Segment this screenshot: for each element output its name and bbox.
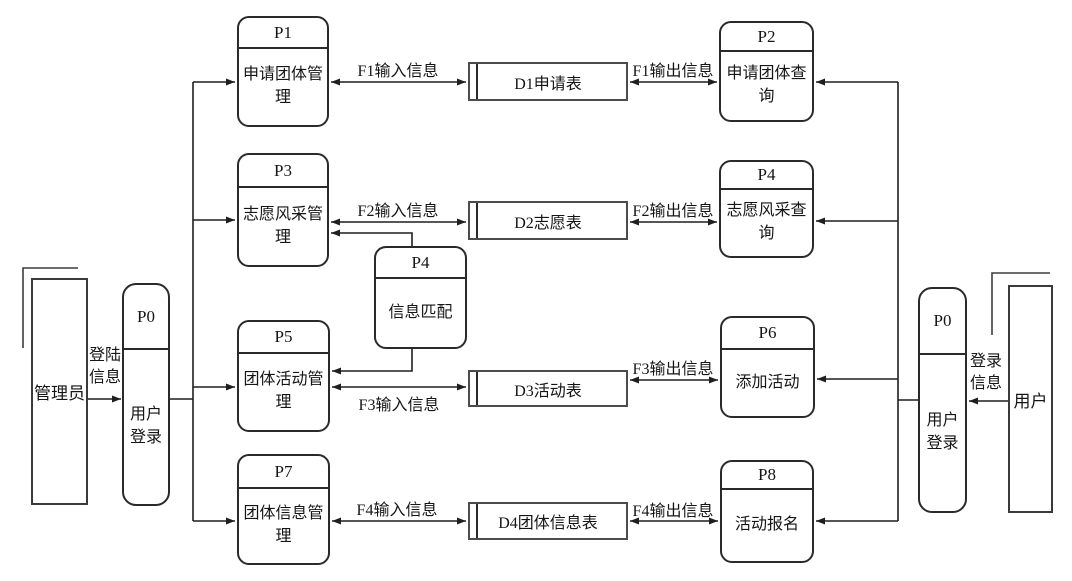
process-p5-name: 团体活动管理: [243, 371, 324, 411]
process-p3-id: P3: [239, 155, 327, 188]
flow-label-f4-in: F4输入信息: [356, 502, 438, 519]
flow-label-f2-out: F2输出信息: [632, 203, 714, 220]
admin-entity-bracket: [22, 267, 78, 348]
process-p3-name: 志愿风采管理: [242, 205, 323, 246]
process-p7: P7 团体信息管理: [237, 454, 330, 565]
process-p3: P3 志愿风采管理: [237, 153, 329, 267]
store-d4-divider-line: [476, 504, 478, 538]
flow-label-f1-in: F1输入信息: [357, 63, 439, 80]
process-p6-id: P6: [722, 318, 813, 350]
store-d1-label: D1申请表: [514, 75, 582, 93]
process-p4-query-name: 志愿风采查询: [726, 202, 807, 242]
process-p0-right-name: 用户登录: [926, 412, 959, 452]
process-p8: P8 活动报名: [720, 460, 814, 563]
store-d2-label: D2志愿表: [514, 214, 582, 232]
entity-user-label: 用户: [1013, 391, 1048, 411]
process-p7-name: 团体信息管理: [243, 505, 324, 545]
process-p8-name: 活动报名: [734, 516, 799, 534]
arrow-match-to-p5: [332, 349, 413, 375]
flow-label-login-right: 登录信息: [970, 353, 1003, 392]
process-p4-match-name: 信息匹配: [388, 303, 453, 321]
flow-label-f3-in: F3输入信息: [358, 397, 440, 414]
store-d1: D1申请表: [468, 62, 628, 101]
store-d1-divider-line: [476, 64, 478, 99]
process-p4-match: P4 信息匹配: [374, 246, 467, 349]
process-p6: P6 添加活动: [720, 316, 815, 418]
process-p0-left-id: P0: [124, 285, 168, 350]
process-p0-right-id: P0: [920, 289, 965, 355]
process-p8-id: P8: [722, 462, 812, 490]
store-d2-divider-line: [476, 203, 478, 238]
process-p4-query-id: P4: [721, 162, 812, 190]
process-p1-id: P1: [239, 18, 327, 49]
process-p0-left: P0 用户登录: [122, 283, 170, 506]
store-d2: D2志愿表: [468, 201, 628, 240]
process-p1-name: 申请团体管理: [242, 66, 323, 106]
store-d3-divider-line: [476, 372, 478, 405]
store-d3-label: D3活动表: [514, 382, 582, 400]
process-p0-left-name: 用户登录: [129, 406, 162, 446]
process-p0-right: P0 用户登录: [918, 287, 967, 513]
flow-label-f2-in: F2输入信息: [357, 203, 439, 220]
process-p5: P5 团体活动管理: [237, 320, 330, 432]
store-d4-label: D4团体信息表: [498, 515, 598, 532]
process-p1: P1 申请团体管理: [237, 16, 329, 127]
flow-label-f4-out: F4输出信息: [632, 503, 714, 520]
entity-user: 用户: [1008, 285, 1053, 513]
process-p7-id: P7: [239, 456, 328, 489]
flow-label-f1-out: F1输出信息: [632, 63, 714, 80]
process-p4-query: P4 志愿风采查询: [719, 160, 814, 258]
flow-label-login-left: 登陆信息: [89, 347, 122, 386]
arrow-match-to-p3: [331, 229, 413, 246]
process-p6-name: 添加活动: [735, 373, 800, 391]
process-p2-name: 申请团体查询: [726, 65, 807, 105]
flow-label-f3-out: F3输出信息: [632, 361, 714, 378]
user-entity-bracket: [991, 272, 1050, 335]
process-p2-id: P2: [721, 23, 812, 52]
store-d4: D4团体信息表: [468, 502, 628, 540]
store-d3: D3活动表: [468, 370, 628, 407]
process-p2: P2 申请团体查询: [719, 21, 814, 122]
entity-admin: 管理员: [31, 278, 88, 505]
process-p5-id: P5: [239, 322, 328, 354]
entity-admin-label: 管理员: [34, 384, 85, 403]
process-p4-match-id: P4: [376, 248, 465, 279]
